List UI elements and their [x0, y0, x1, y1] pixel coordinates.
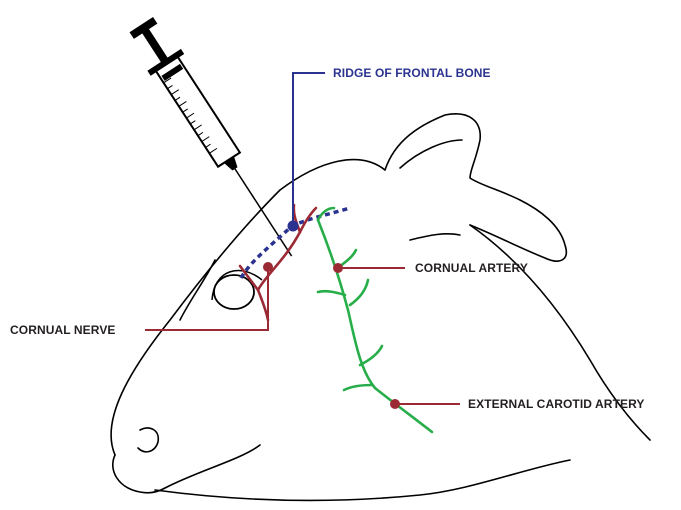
label-cornual-artery: CORNUAL ARTERY: [415, 261, 528, 275]
ridge-leader: [288, 73, 326, 232]
label-cornual-nerve: CORNUAL NERVE: [10, 323, 116, 337]
horn-bud: [212, 270, 262, 309]
syringe-icon: [125, 14, 309, 267]
label-ridge-of-frontal-bone: RIDGE OF FRONTAL BONE: [333, 66, 491, 80]
label-external-carotid-artery: EXTERNAL CAROTID ARTERY: [468, 397, 645, 411]
artery-shape: [318, 208, 432, 432]
head-outline: [111, 114, 650, 501]
